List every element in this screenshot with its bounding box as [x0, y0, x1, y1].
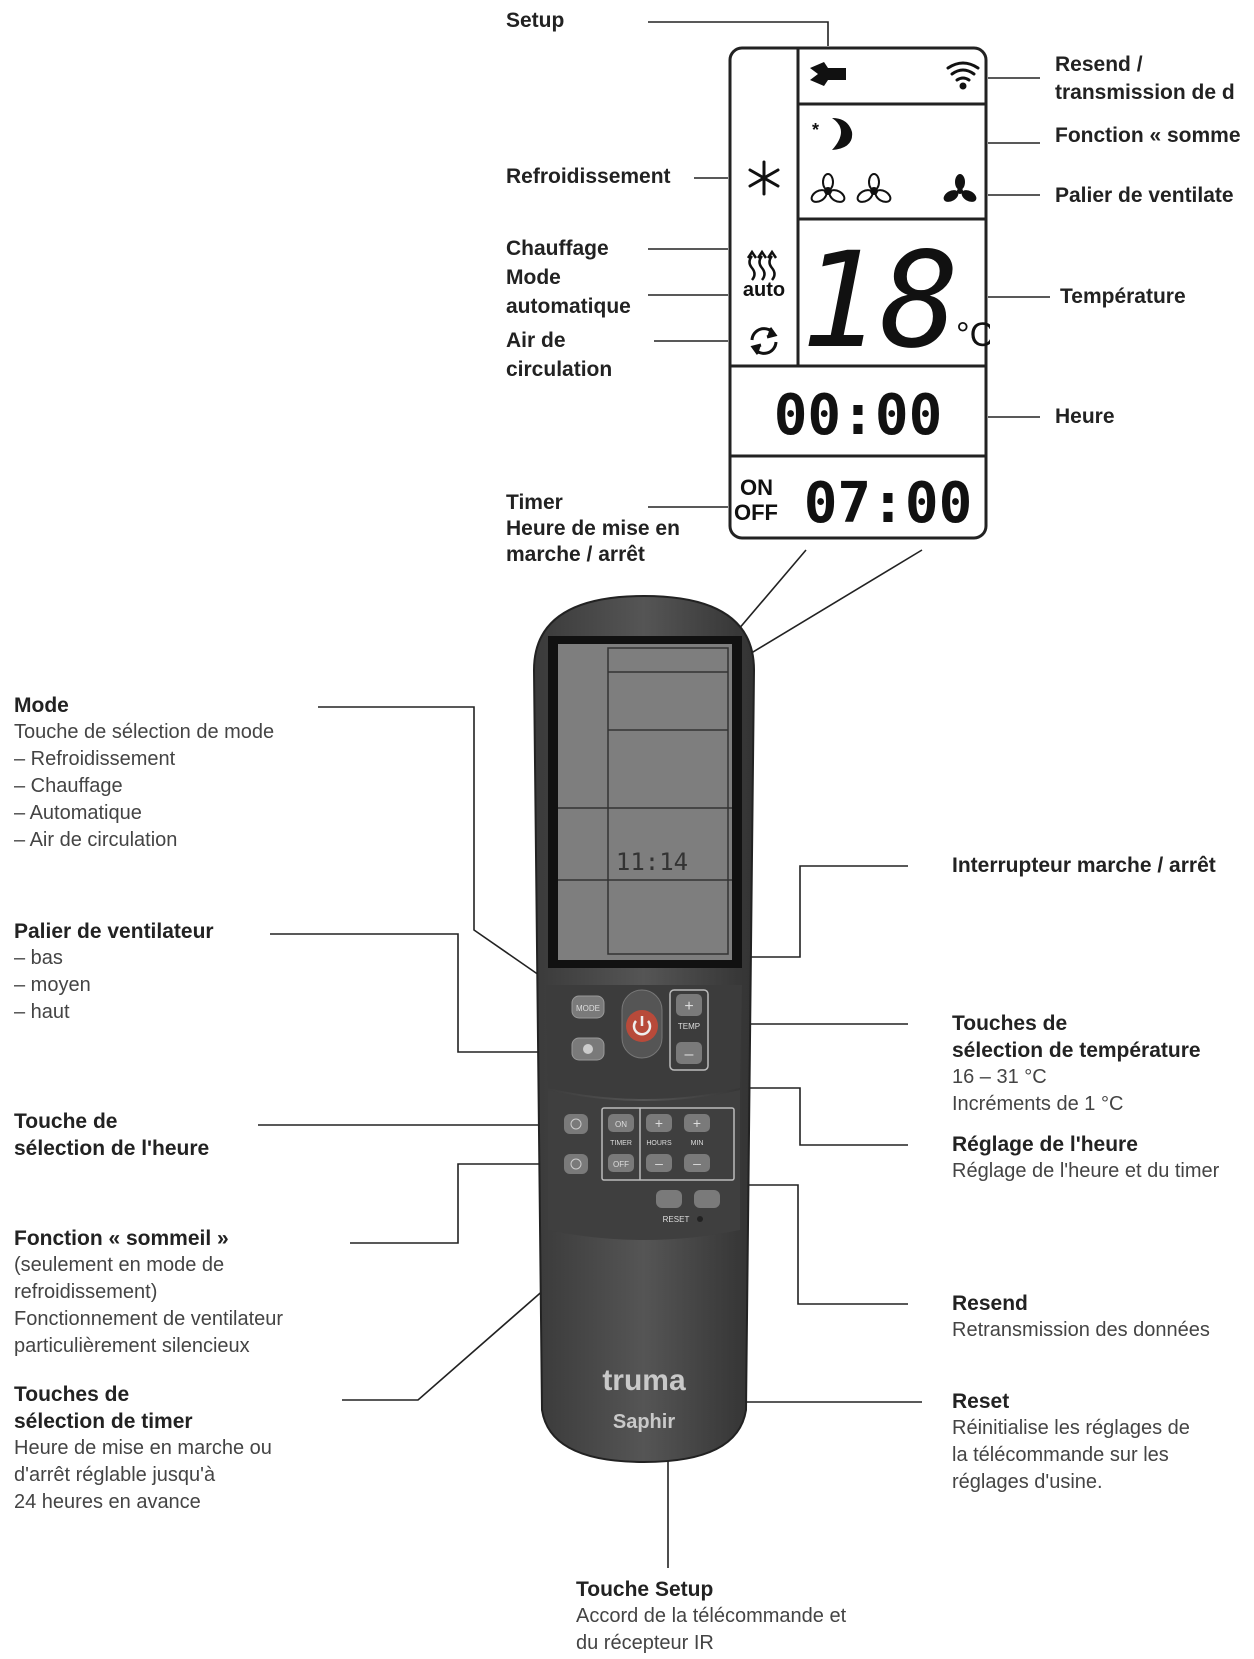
annotation-mode: Mode Touche de sélection de mode – Refro…: [14, 694, 275, 851]
annotation-sleep: Fonction « sommeil » (seulement en mode …: [14, 1227, 284, 1357]
label-resend-2: transmission de d: [1055, 81, 1235, 104]
leader-fan: [270, 933, 576, 1053]
auto-mode-text: auto: [743, 279, 785, 301]
sleep-button-icon: [570, 1158, 582, 1170]
label-auto-1: Mode: [506, 266, 561, 289]
temp-up-button[interactable]: [676, 994, 702, 1016]
annotation-time-adjust: Réglage de l'heure Réglage de l'heure et…: [952, 1133, 1220, 1182]
svg-text:–: –: [655, 1155, 663, 1171]
label-cooling: Refroidissement: [506, 165, 671, 188]
hours-label: HOURS: [646, 1140, 672, 1147]
remote-screen-clock: 11:14: [616, 848, 688, 876]
label-auto-2: automatique: [506, 295, 631, 318]
label-circulation-1: Air de: [506, 329, 566, 352]
label-timer-1: Timer: [506, 491, 563, 514]
annotation-resend: Resend Retransmission des données: [952, 1292, 1210, 1341]
heating-icon: [746, 249, 778, 281]
circulation-icon: [750, 327, 778, 355]
min-up-button[interactable]: [684, 1114, 710, 1132]
label-temperature: Température: [1060, 285, 1186, 308]
min-label: MIN: [691, 1140, 704, 1147]
setup-button[interactable]: [656, 1190, 682, 1208]
annotation-setup: Touche Setup Accord de la télécommande e…: [576, 1578, 847, 1654]
clock-button[interactable]: [564, 1114, 588, 1134]
label-fan-level: Palier de ventilate: [1055, 184, 1234, 207]
sleep-button[interactable]: [564, 1154, 588, 1174]
temp-down-button[interactable]: [676, 1042, 702, 1064]
timer-off-text: OFF: [734, 500, 778, 525]
label-circulation-2: circulation: [506, 358, 613, 381]
model-name: Saphir: [613, 1411, 675, 1433]
timer-on-button[interactable]: [608, 1114, 634, 1132]
label-heating: Chauffage: [506, 237, 609, 260]
annotation-reset: Reset Réinitialise les réglages de la té…: [952, 1390, 1190, 1493]
label-clock: Heure: [1055, 405, 1115, 428]
remote-control: 11:14 MODE + TEMP – ON TIMER OFF + HOURS…: [532, 594, 756, 1464]
reset-label: RESET: [663, 1215, 690, 1224]
min-down-button[interactable]: [684, 1154, 710, 1172]
temperature-digits: 18: [801, 224, 960, 378]
temp-button-label: TEMP: [678, 1022, 700, 1031]
brand-logo: truma: [602, 1364, 686, 1397]
svg-text:+: +: [655, 1115, 663, 1131]
fan-mid-icon: [856, 173, 892, 203]
timer-on-text: ON: [740, 475, 773, 500]
svg-text:MODE: MODE: [576, 1004, 600, 1013]
svg-text:+: +: [693, 1115, 701, 1131]
clock-digits: 00:00: [774, 383, 943, 448]
hours-up-button[interactable]: [646, 1114, 672, 1132]
label-setup: Setup: [506, 9, 565, 32]
reset-pinhole[interactable]: [697, 1216, 703, 1222]
label-resend: Resend /: [1055, 53, 1143, 76]
annotation-fan: Palier de ventilateur – bas – moyen – ha…: [14, 920, 214, 1023]
svg-text:+: +: [684, 998, 693, 1015]
timer-off-button[interactable]: [608, 1154, 634, 1172]
leader-setup: [648, 21, 829, 46]
annotation-temp-select: Touches de sélection de température 16 –…: [952, 1012, 1201, 1115]
annotation-power: Interrupteur marche / arrêt: [952, 854, 1216, 877]
clock-button-icon: [570, 1118, 582, 1130]
sleep-moon-icon: *: [812, 118, 853, 150]
timer-button-label: TIMER: [610, 1140, 632, 1147]
remote-screen: [558, 644, 732, 960]
lcd-frame: [728, 46, 988, 540]
svg-text:*: *: [812, 120, 819, 140]
label-timer-2: Heure de mise en: [506, 517, 680, 540]
svg-text:–: –: [685, 1046, 694, 1063]
annotation-time-select: Touche de sélection de l'heure: [14, 1110, 210, 1160]
hours-down-button[interactable]: [646, 1154, 672, 1172]
snowflake-icon: [748, 160, 780, 196]
leader-resend-btn: [733, 1184, 908, 1305]
fan-low-icon: [810, 173, 846, 203]
lcd-display-diagram: * auto 18 °C 00: [728, 46, 990, 540]
label-sleep: Fonction « somme: [1055, 124, 1241, 147]
resend-button[interactable]: [694, 1190, 720, 1208]
fan-high-icon: [943, 174, 977, 202]
temperature-unit: °C: [956, 316, 990, 354]
svg-text:ON: ON: [615, 1120, 627, 1129]
leader-sleep-btn: [350, 1163, 566, 1244]
wifi-icon: [946, 61, 980, 90]
annotation-timer-select: Touches de sélection de timer Heure de m…: [14, 1383, 272, 1513]
power-icon: [632, 1016, 652, 1036]
mode-button[interactable]: [571, 995, 605, 1019]
svg-text:–: –: [693, 1155, 701, 1171]
label-timer-3: marche / arrêt: [506, 543, 645, 566]
leader-mode: [318, 706, 576, 1001]
svg-text:OFF: OFF: [613, 1160, 629, 1169]
fan-button-icon: [583, 1044, 593, 1054]
timer-digits: 07:00: [804, 471, 973, 536]
wrench-icon: [810, 62, 846, 86]
